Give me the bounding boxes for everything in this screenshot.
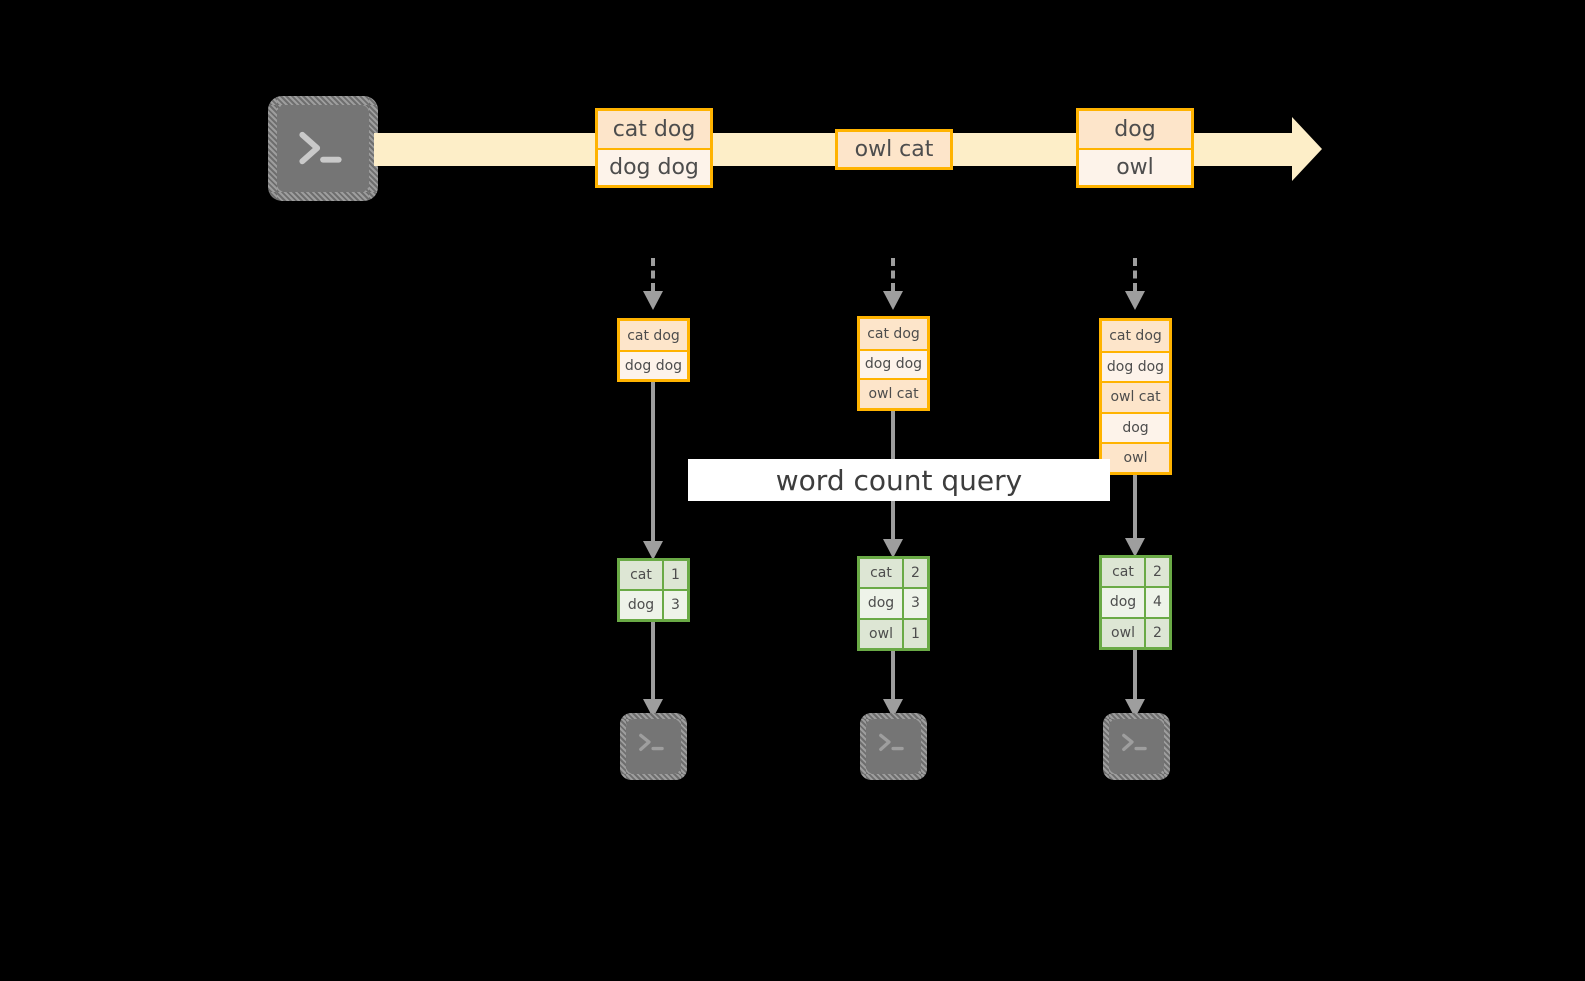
result-word: dog	[1102, 588, 1146, 617]
result-row: owl 2	[1102, 616, 1169, 647]
snapshot-event: cat dog	[620, 321, 687, 350]
result-count: 1	[904, 619, 927, 648]
stream-event: owl cat	[838, 132, 950, 167]
snapshot-event: owl cat	[860, 378, 927, 408]
sink-terminal-icon-1	[620, 713, 687, 780]
snapshot-event: cat dog	[860, 319, 927, 349]
result-count: 3	[664, 591, 687, 619]
result-row: owl 1	[860, 617, 927, 648]
snapshot-event: dog dog	[620, 350, 687, 379]
result-row: dog 4	[1102, 586, 1169, 617]
terminal-prompt-icon	[299, 131, 342, 165]
stream-event: cat dog	[598, 111, 710, 148]
stream-event: owl	[1079, 148, 1191, 185]
result-word: dog	[860, 589, 904, 618]
terminal-screen	[1109, 719, 1164, 774]
result-word: owl	[860, 619, 904, 648]
sink-connector-3	[1125, 650, 1145, 718]
result-row: dog 3	[860, 587, 927, 618]
query-connector-3	[1125, 475, 1145, 557]
result-table-1: cat 1 dog 3	[617, 558, 690, 622]
snapshot-event: cat dog	[1102, 321, 1169, 352]
result-word: cat	[860, 559, 904, 588]
result-row: dog 3	[620, 589, 687, 619]
snapshot-input-connector	[643, 258, 663, 312]
terminal-screen	[866, 719, 921, 774]
result-word: cat	[1102, 558, 1146, 587]
terminal-prompt-icon	[879, 733, 904, 752]
terminal-screen	[277, 105, 369, 192]
result-table-2: cat 2 dog 3 owl 1	[857, 556, 930, 651]
snapshot-box-2: cat dog dog dog owl cat	[857, 316, 930, 411]
result-word: dog	[620, 591, 664, 619]
terminal-prompt-icon	[639, 733, 664, 752]
snapshot-event: dog	[1102, 411, 1169, 442]
stream-source-terminal-icon	[268, 96, 378, 201]
terminal-screen	[626, 719, 681, 774]
result-count: 2	[1146, 558, 1169, 587]
snapshot-event: dog dog	[1102, 351, 1169, 382]
stream-event: dog	[1079, 111, 1191, 148]
result-word: cat	[620, 561, 664, 589]
snapshot-input-connector	[883, 258, 903, 312]
stream-group-1: cat dog dog dog	[595, 108, 713, 188]
result-count: 4	[1146, 588, 1169, 617]
result-count: 2	[904, 559, 927, 588]
result-count: 2	[1146, 618, 1169, 647]
snapshot-input-connector	[1125, 258, 1145, 312]
stream-group-3: dog owl	[1076, 108, 1194, 188]
result-row: cat 1	[620, 561, 687, 589]
result-count: 1	[664, 561, 687, 589]
snapshot-event: owl cat	[1102, 381, 1169, 412]
sink-terminal-icon-3	[1103, 713, 1170, 780]
result-table-3: cat 2 dog 4 owl 2	[1099, 555, 1172, 650]
query-label: word count query	[688, 459, 1110, 501]
stream-group-2: owl cat	[835, 129, 953, 170]
result-word: owl	[1102, 618, 1146, 647]
terminal-prompt-icon	[1122, 733, 1147, 752]
sink-terminal-icon-2	[860, 713, 927, 780]
snapshot-event: dog dog	[860, 348, 927, 379]
sink-connector-1	[643, 622, 663, 718]
event-stream-arrowhead	[1292, 117, 1322, 181]
stream-event: dog dog	[598, 148, 710, 185]
snapshot-box-3: cat dog dog dog owl cat dog owl	[1099, 318, 1172, 475]
query-connector-1	[643, 382, 663, 560]
sink-connector-2	[883, 651, 903, 718]
result-row: cat 2	[860, 559, 927, 588]
snapshot-event: owl	[1102, 441, 1169, 472]
snapshot-box-1: cat dog dog dog	[617, 318, 690, 382]
result-row: cat 2	[1102, 558, 1169, 587]
result-count: 3	[904, 589, 927, 618]
